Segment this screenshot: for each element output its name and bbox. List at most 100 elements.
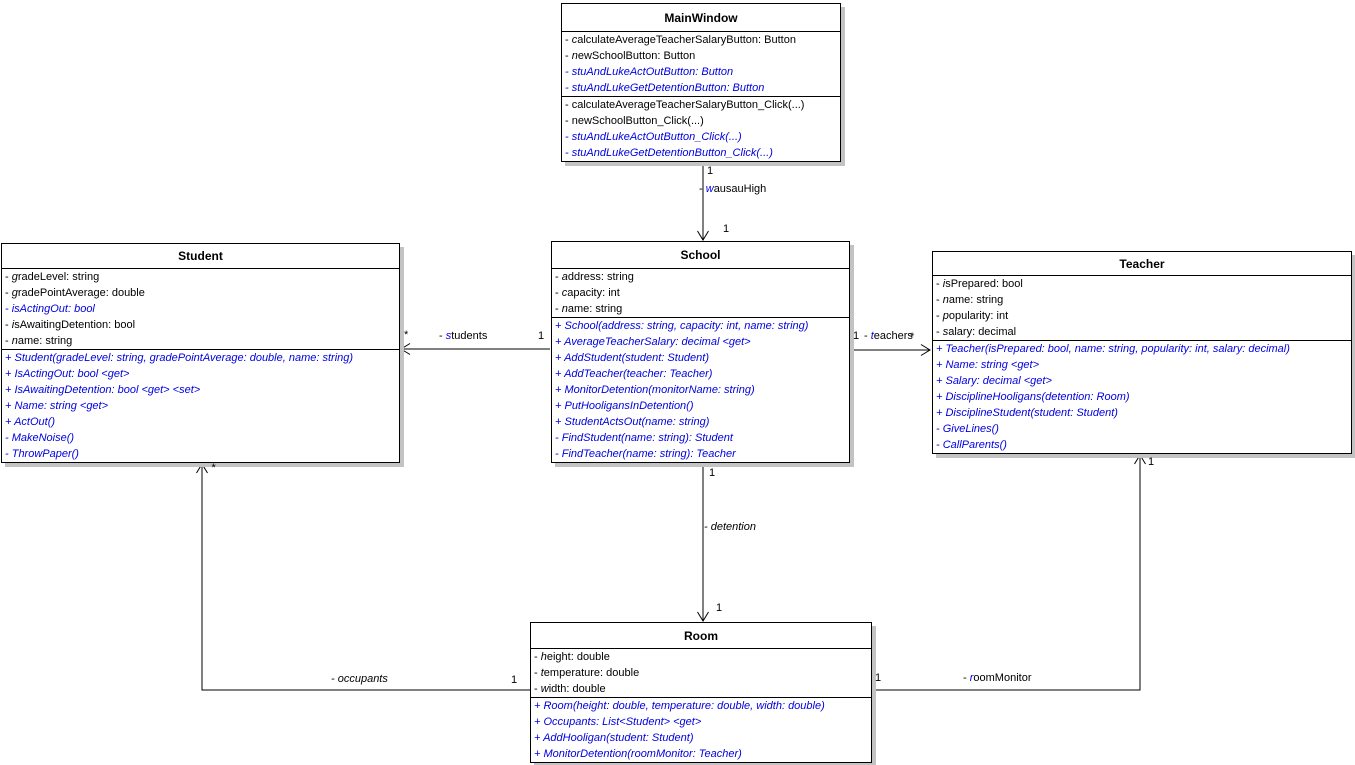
method-row[interactable]: - MakeNoise() (5, 432, 75, 444)
attribute-row[interactable]: - name: string (555, 303, 623, 315)
method-row[interactable]: - FindTeacher(name: string): Teacher (555, 448, 736, 460)
method-row[interactable]: + Occupants: List<Student> <get> (534, 716, 702, 728)
method-row[interactable]: + StudentActsOut(name: string) (555, 416, 710, 428)
attribute-row[interactable]: - address: string (555, 271, 634, 283)
method-row[interactable]: + AddTeacher(teacher: Teacher) (555, 368, 713, 380)
attribute-row[interactable]: - height: double (534, 651, 610, 663)
method-row[interactable]: + PutHooligansInDetention() (555, 400, 694, 412)
class-title-teacher: Teacher (933, 252, 1351, 276)
attribute-row[interactable]: - isAwaitingDetention: bool (5, 319, 136, 331)
class-title-student: Student (2, 244, 399, 269)
method-row[interactable]: + ActOut() (5, 416, 56, 428)
method-row[interactable]: + Salary: decimal <get> (936, 375, 1052, 387)
method-row[interactable]: + AddStudent(student: Student) (555, 352, 710, 364)
association-line[interactable] (201, 465, 530, 691)
attribute-row[interactable]: - name: string (936, 294, 1004, 306)
method-row[interactable]: + AverageTeacherSalary: decimal <get> (555, 336, 751, 348)
method-row[interactable]: + MonitorDetention(roomMonitor: Teacher) (534, 748, 742, 760)
association-students[interactable] (400, 343, 550, 355)
class-box-mainwindow[interactable]: MainWindow- calculateAverageTeacherSalar… (561, 3, 841, 162)
association-teachers[interactable] (851, 344, 931, 356)
method-row[interactable]: + DisciplineHooligans(detention: Room) (936, 391, 1130, 403)
class-box-school[interactable]: School - address: string - capacity: int - … (551, 241, 850, 463)
multiplicity-label-wausauhigh[interactable]: 1 (707, 165, 714, 177)
label-first-letter: w (705, 183, 714, 195)
association-name-label-roommonitor[interactable]: - roomMonitor (963, 672, 1032, 684)
association-roommonitor[interactable] (872, 454, 1146, 691)
method-row[interactable]: + Name: string <get> (936, 359, 1040, 371)
member-name-first-letter: s (942, 326, 949, 338)
method-row[interactable]: + IsAwaitingDetention: bool <get> <set> (5, 384, 201, 396)
methods-section: + School(address: string, capacity: int,… (552, 317, 849, 462)
class-box-teacher[interactable]: Teacher - isPrepared: bool - name: string -… (932, 251, 1352, 454)
method-row[interactable]: + Student(gradeLevel: string, gradePoint… (5, 352, 354, 364)
open-arrowhead-icon (697, 611, 709, 622)
association-name-label-detention[interactable]: - detention (704, 521, 756, 533)
association-name-label-teachers[interactable]: - teachers (864, 330, 913, 342)
attribute-row[interactable]: - stuAndLukeActOutButton: Button (565, 66, 734, 78)
association-wausauhigh[interactable] (697, 162, 709, 241)
association-name-label-students[interactable]: - students (439, 330, 488, 342)
attribute-row[interactable]: - salary: decimal (936, 326, 1017, 338)
class-title-room: Room (531, 623, 871, 649)
attribute-row[interactable]: - isActingOut: bool (5, 303, 95, 315)
multiplicity-label-occupants[interactable]: 1 (511, 674, 518, 686)
method-row[interactable]: - ThrowPaper() (5, 448, 79, 460)
member-name-first-letter: i (942, 278, 946, 290)
method-row[interactable]: - CallParents() (936, 439, 1007, 451)
method-row[interactable]: - newSchoolButton_Click(...) (565, 115, 704, 127)
method-row[interactable]: + Teacher(isPrepared: bool, name: string… (936, 343, 1290, 355)
association-detention[interactable] (697, 464, 709, 622)
method-row[interactable]: + Room(height: double, temperature: doub… (534, 700, 825, 712)
method-row[interactable]: + School(address: string, capacity: int,… (555, 320, 809, 332)
association-name-label-wausauhigh[interactable]: - wausauHigh (699, 183, 767, 195)
association-occupants[interactable] (196, 463, 531, 691)
member-name-first-letter: g (11, 287, 18, 299)
method-row[interactable]: - FindStudent(name: string): Student (555, 432, 733, 444)
method-row[interactable]: + MonitorDetention(monitorName: string) (555, 384, 755, 396)
multiplicity-label-detention[interactable]: 1 (716, 602, 723, 614)
methods-section: + Teacher(isPrepared: bool, name: string… (933, 340, 1351, 453)
method-row[interactable]: + IsActingOut: bool <get> (5, 368, 130, 380)
multiplicity-label-occupants[interactable]: * (211, 462, 216, 474)
attribute-row[interactable]: - isPrepared: bool (936, 278, 1023, 290)
method-row[interactable]: - stuAndLukeGetDetentionButton_Click(...… (565, 147, 773, 159)
member-name-first-letter: n (571, 50, 578, 62)
attribute-row[interactable]: - width: double (534, 683, 606, 695)
member-name-first-letter: c (561, 287, 568, 299)
method-row[interactable]: + DisciplineStudent(student: Student) (936, 407, 1118, 419)
multiplicity-label-wausauhigh[interactable]: 1 (723, 223, 730, 235)
member-name-first-letter: a (561, 271, 568, 283)
multiplicity-label-students[interactable]: * (404, 329, 409, 341)
method-row[interactable]: - calculateAverageTeacherSalaryButton_Cl… (565, 99, 805, 111)
attributes-section: - height: double - temperature: double - w… (531, 649, 871, 697)
multiplicity-label-teachers[interactable]: 1 (853, 330, 860, 342)
method-row[interactable]: - stuAndLukeActOutButton_Click(...) (565, 131, 742, 143)
multiplicity-label-roommonitor[interactable]: 1 (1148, 456, 1155, 468)
attribute-row[interactable]: - popularity: int (936, 310, 1009, 322)
association-line[interactable] (872, 456, 1141, 691)
class-box-student[interactable]: Student - gradeLevel: string - gradePointA… (1, 243, 400, 463)
multiplicity-label-detention[interactable]: 1 (709, 467, 716, 479)
class-box-room[interactable]: Room - height: double - temperature: doubl… (530, 622, 872, 763)
attribute-row[interactable]: - capacity: int (555, 287, 620, 299)
attribute-row[interactable]: - newSchoolButton: Button (565, 50, 696, 62)
attribute-row[interactable]: - stuAndLukeGetDetentionButton: Button (565, 82, 765, 94)
method-row[interactable]: - GiveLines() (936, 423, 999, 435)
method-row[interactable]: + AddHooligan(student: Student) (534, 732, 694, 744)
attributes-section: - gradeLevel: string - gradePointAverage:… (2, 269, 399, 349)
method-row[interactable]: + Name: string <get> (5, 400, 109, 412)
attribute-row[interactable]: - calculateAverageTeacherSalaryButton: B… (565, 34, 796, 46)
multiplicity-label-students[interactable]: 1 (538, 330, 545, 342)
association-name-label-occupants[interactable]: - occupants (331, 673, 388, 685)
label-first-letter: r (969, 672, 974, 684)
class-title-school: School (552, 242, 849, 269)
attribute-row[interactable]: - name: string (5, 335, 73, 347)
member-name-first-letter: g (11, 271, 18, 283)
multiplicity-label-roommonitor[interactable]: 1 (875, 672, 882, 684)
attribute-row[interactable]: - temperature: double (534, 667, 640, 679)
attribute-row[interactable]: - gradeLevel: string (5, 271, 100, 283)
attribute-row[interactable]: - gradePointAverage: double (5, 287, 145, 299)
multiplicity-label-teachers[interactable]: * (910, 331, 915, 343)
